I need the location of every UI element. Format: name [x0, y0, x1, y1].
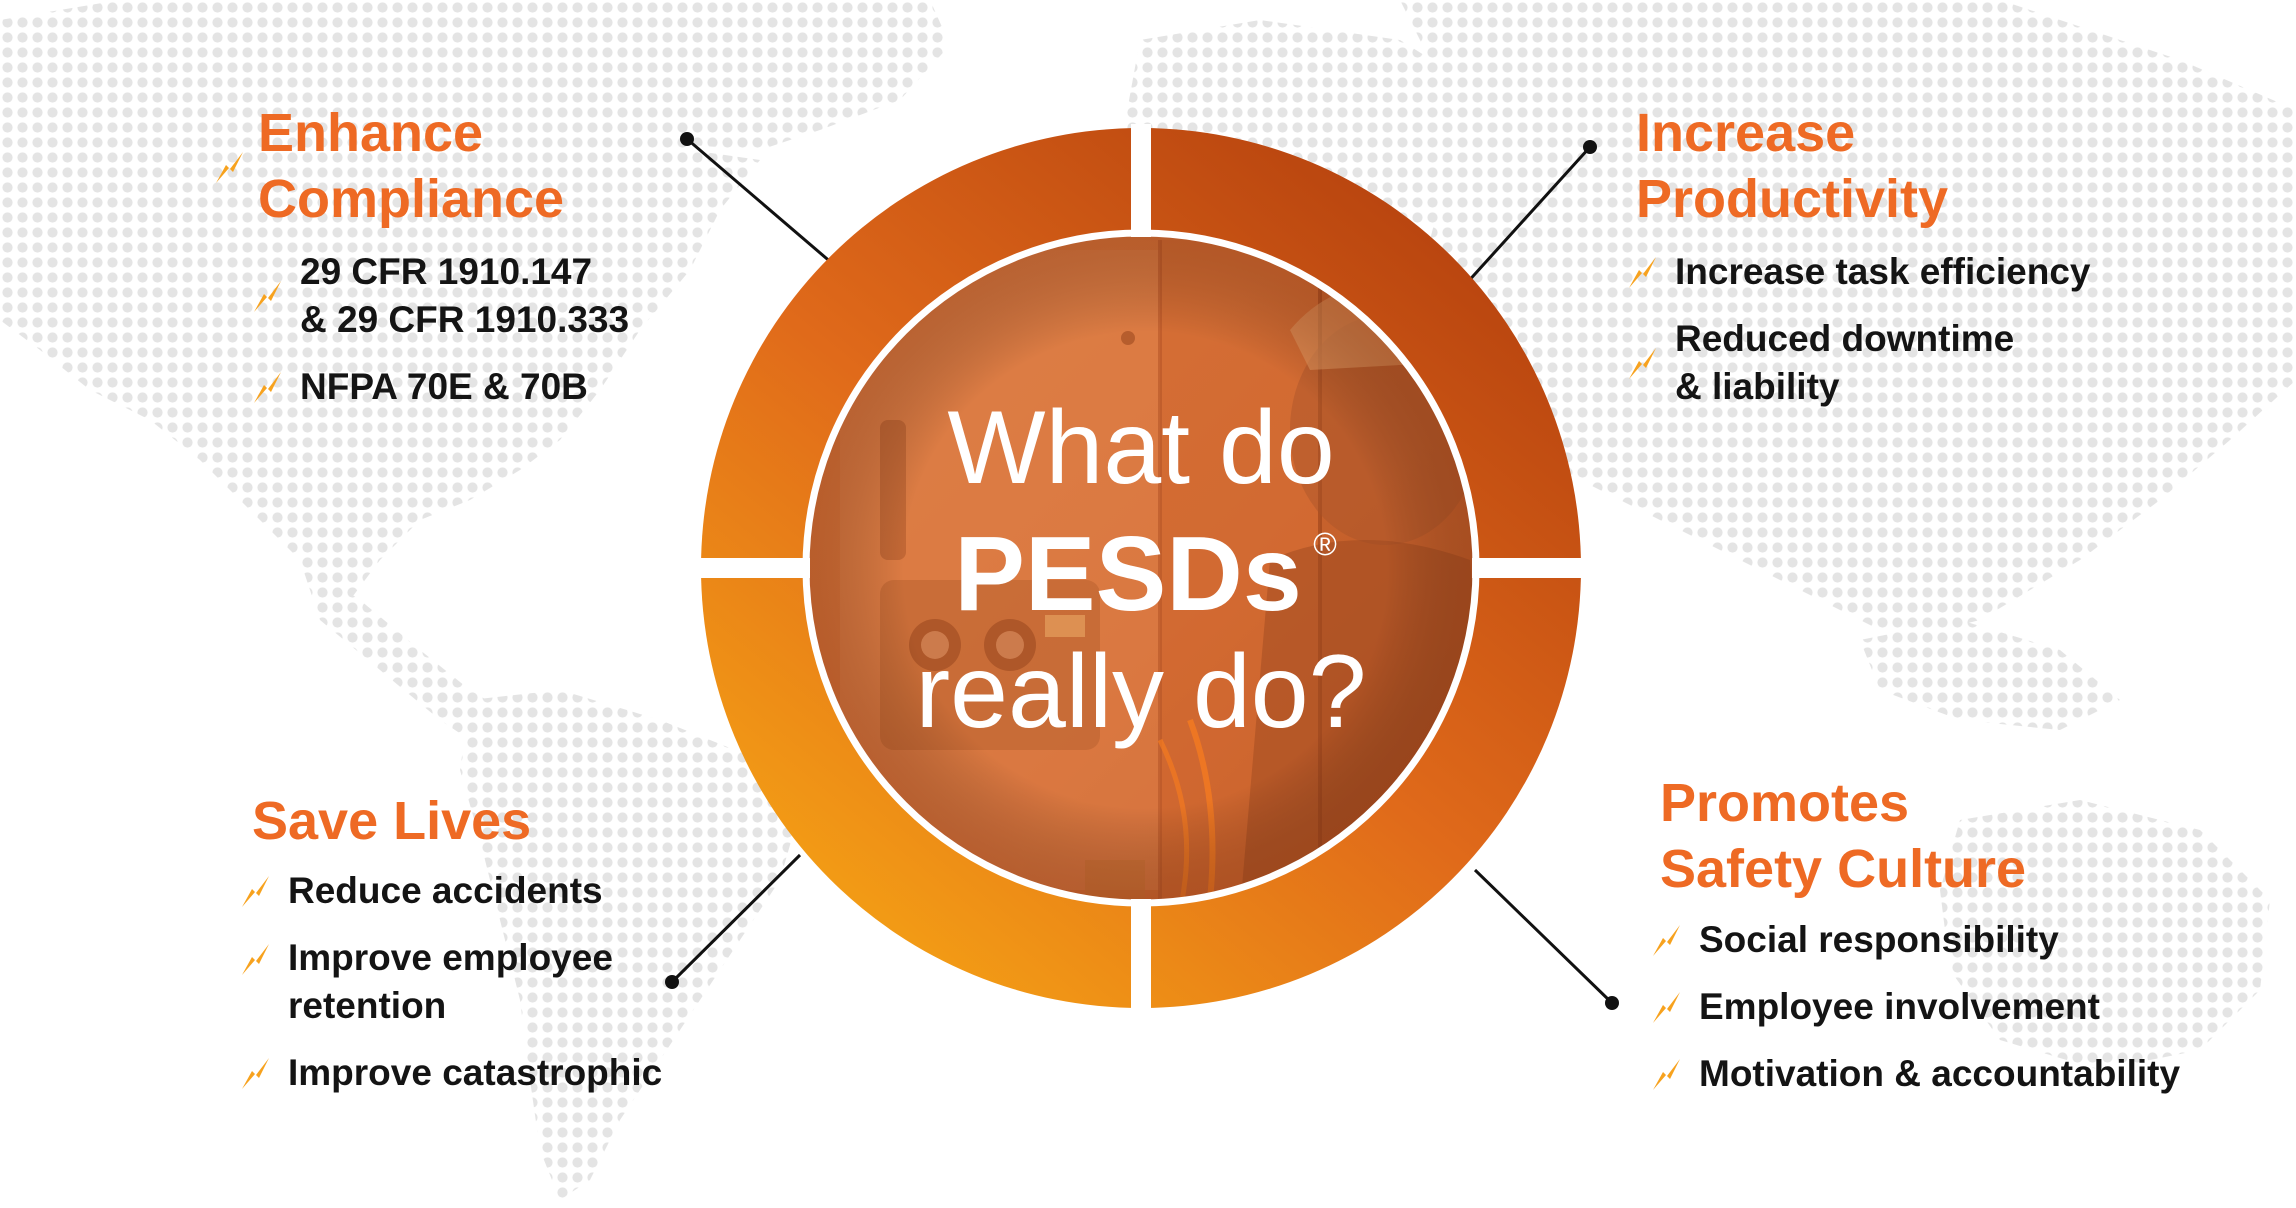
technician-photo: [807, 234, 1475, 902]
heading-line: Promotes: [1660, 773, 1910, 833]
lightning-bolt-icon: [214, 150, 244, 184]
ring-separators: [697, 124, 1585, 1012]
connector-dot-bottom-left: [665, 975, 679, 989]
item-line: Improve catastrophic: [288, 1052, 663, 1093]
item-line: Motivation & accountability: [1699, 1053, 2181, 1094]
lightning-bolt-icon: [1627, 346, 1657, 380]
lightning-bolt-icon: [1651, 990, 1681, 1024]
item-line: Reduced downtime: [1675, 318, 2015, 359]
connector-dot-top-left: [680, 132, 694, 146]
item-line: Social responsibility: [1699, 919, 2059, 960]
list-item: Social responsibility: [1651, 916, 2180, 964]
heading-promotes-safety-culture: Promotes Safety Culture: [1660, 770, 2026, 902]
item-line: Increase task efficiency: [1675, 251, 2091, 292]
connector-top-left: [686, 137, 841, 272]
heading-line: Enhance: [258, 103, 484, 163]
lightning-bolt-icon: [252, 370, 282, 404]
heading-line: Productivity: [1636, 169, 1949, 229]
item-line: Reduce accidents: [288, 870, 603, 911]
list-item: Employee involvement: [1651, 983, 2180, 1031]
list-compliance: 29 CFR 1910.147 & 29 CFR 1910.333 NFPA 7…: [252, 248, 629, 430]
list-item: 29 CFR 1910.147 & 29 CFR 1910.333: [252, 248, 629, 344]
list-save-lives: Reduce accidents Improve employee retent…: [240, 867, 662, 1116]
heading-line: Compliance: [258, 169, 565, 229]
list-item: Reduce accidents: [240, 867, 662, 915]
list-item: Improve catastrophic: [240, 1049, 662, 1097]
list-item: NFPA 70E & 70B: [252, 363, 629, 411]
connector-dot-bottom-right: [1605, 996, 1619, 1010]
connector-bottom-right: [1473, 868, 1614, 1005]
lightning-bolt-icon: [240, 874, 270, 908]
list-safety-culture: Social responsibility Employee involveme…: [1651, 916, 2180, 1117]
item-line: 29 CFR 1910.147: [300, 251, 593, 292]
center-line-1: What do: [947, 390, 1334, 506]
heading-increase-productivity: Increase Productivity: [1636, 100, 1948, 232]
item-line: & liability: [1675, 366, 1840, 407]
heading-line: Increase: [1636, 103, 1856, 163]
lightning-bolt-icon: [240, 1056, 270, 1090]
center-line-2: PESDs: [954, 515, 1302, 633]
connector-top-right: [1463, 145, 1592, 287]
item-line: Employee involvement: [1699, 986, 2100, 1027]
lightning-bolt-icon: [1627, 255, 1657, 289]
list-item: Reduced downtime & liability: [1627, 315, 2090, 411]
connector-dot-top-right: [1583, 140, 1597, 154]
list-item: Motivation & accountability: [1651, 1050, 2180, 1098]
connector-bottom-left: [670, 853, 802, 984]
heading-save-lives: Save Lives: [252, 788, 531, 854]
lightning-bolt-icon: [240, 942, 270, 976]
item-line: NFPA 70E & 70B: [300, 366, 588, 407]
registered-trademark-icon: ®: [1313, 526, 1337, 562]
item-line: retention: [288, 985, 447, 1026]
lightning-bolt-icon: [1651, 923, 1681, 957]
item-line: & 29 CFR 1910.333: [300, 299, 630, 340]
center-line-3: really do?: [916, 634, 1367, 750]
heading-enhance-compliance: Enhance Compliance: [258, 100, 564, 232]
list-item: Increase task efficiency: [1627, 248, 2090, 296]
heading-line: Save Lives: [252, 791, 532, 851]
lightning-bolt-icon: [1651, 1057, 1681, 1091]
heading-line: Safety Culture: [1660, 839, 2027, 899]
item-line: Improve employee: [288, 937, 613, 978]
list-item: Improve employee retention: [240, 934, 662, 1030]
connector-lines: [665, 132, 1619, 1010]
list-productivity: Increase task efficiency Reduced downtim…: [1627, 248, 2090, 430]
lightning-bolt-icon: [252, 279, 282, 313]
